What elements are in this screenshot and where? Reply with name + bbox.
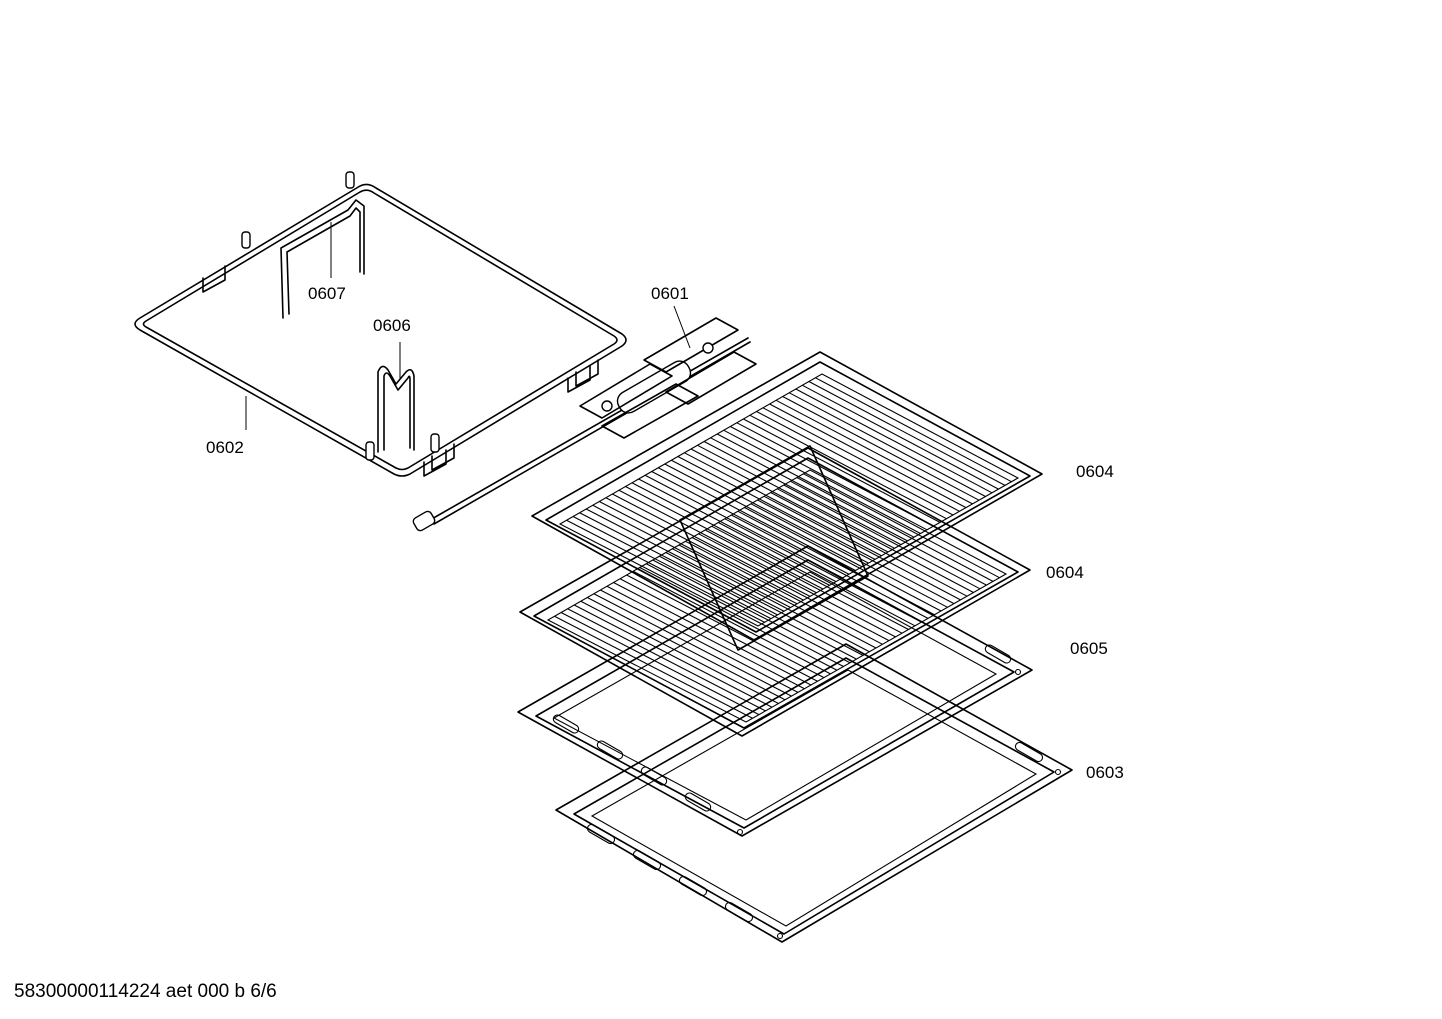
- part-number-0604-upper: 0604: [1076, 462, 1114, 481]
- part-number-0603: 0603: [1086, 763, 1124, 782]
- part-0606-wire-bracket: [377, 365, 415, 453]
- part-0604-lower-grid-shelf: [519, 447, 1031, 737]
- part-0607-wire-bracket: [280, 199, 365, 319]
- part-0603-deep-tray: [555, 643, 1073, 943]
- part-number-0601: 0601: [651, 284, 689, 303]
- part-0605-baking-tray: [517, 545, 1033, 837]
- part-number-0606: 0606: [373, 316, 411, 335]
- part-0601-rotisserie-spit: [412, 317, 757, 532]
- drawing-code: 58300000114224 aet 000 b 6/6: [14, 981, 277, 1002]
- part-0602-wire-frame: [134, 171, 627, 477]
- part-number-0607: 0607: [308, 284, 346, 303]
- part-number-0604-lower: 0604: [1046, 563, 1084, 582]
- part-number-0602: 0602: [206, 438, 244, 457]
- leader-lines: [245, 222, 691, 430]
- part-number-0605: 0605: [1070, 639, 1108, 658]
